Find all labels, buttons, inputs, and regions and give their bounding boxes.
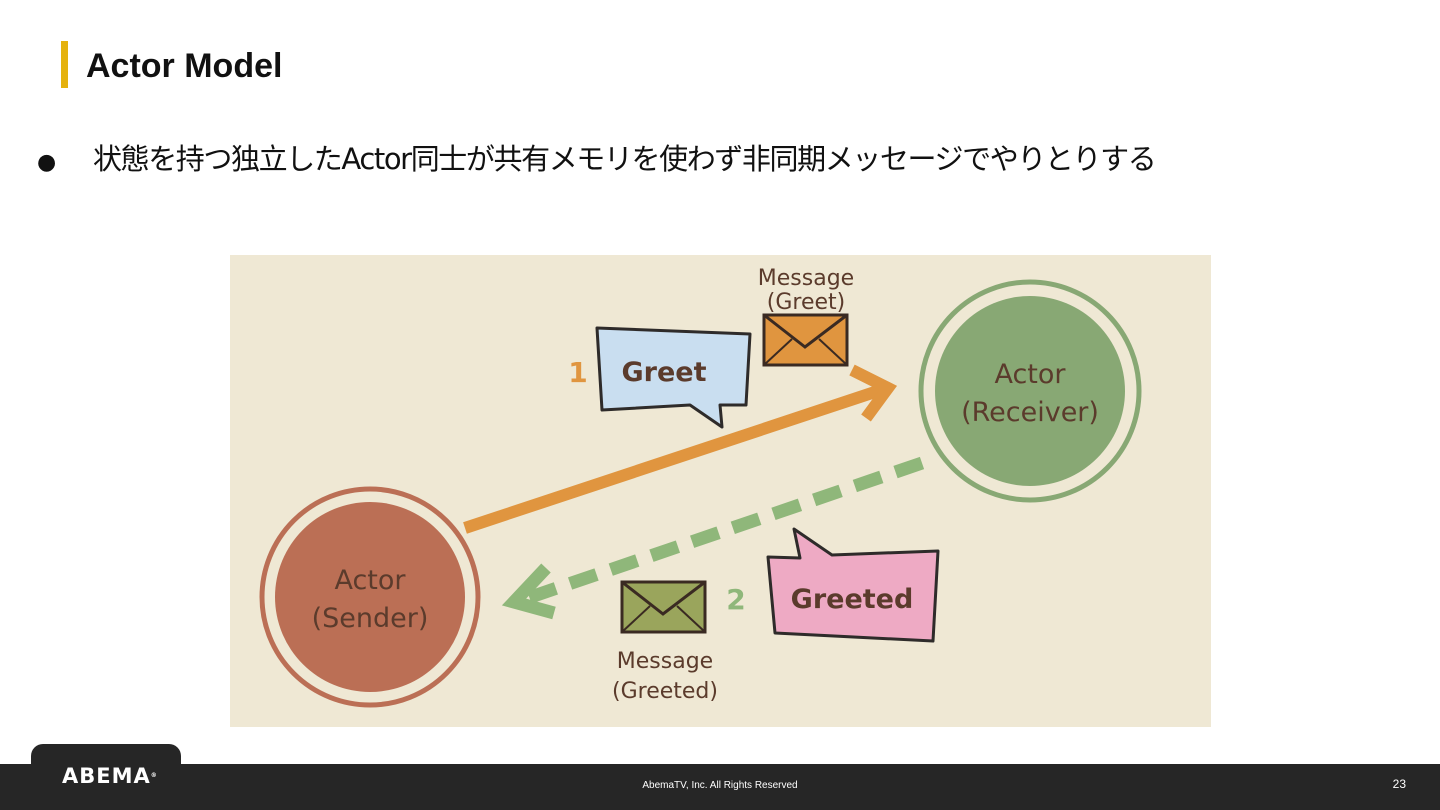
greeted-message-caption-1: Message [617, 649, 713, 674]
reply-arrow [501, 456, 925, 620]
sender-label-1: Actor [334, 565, 406, 596]
greet-message-caption-2: (Greet) [767, 290, 845, 315]
bullet-marker: ● [37, 150, 57, 175]
abema-logo-text: ABEMA [62, 764, 151, 788]
sender-label-2: (Sender) [312, 603, 429, 634]
step1-number: 1 [568, 356, 587, 389]
envelope-icon-greeted [620, 580, 707, 634]
receiver-actor: Actor (Receiver) [918, 279, 1142, 503]
envelope-icon-greet [762, 313, 849, 367]
abema-logo: ABEMA® [62, 764, 158, 788]
logo-tab [31, 744, 181, 810]
greet-speech-bubble: Greet [595, 326, 752, 429]
receiver-label-2: (Receiver) [961, 397, 1099, 428]
title-accent-bar [61, 41, 68, 88]
greeted-speech-bubble: Greeted [766, 527, 940, 643]
sender-actor: Actor (Sender) [259, 486, 481, 708]
actor-model-diagram: Actor (Receiver) Actor (Sender) 1 Greet … [230, 255, 1211, 727]
copyright-text: AbemaTV, Inc. All Rights Reserved [642, 780, 798, 791]
page-number: 23 [1392, 777, 1406, 791]
footer-bar [0, 764, 1440, 810]
receiver-label-1: Actor [994, 359, 1066, 390]
greet-message-caption-1: Message [758, 266, 854, 291]
bullet-text: 状態を持つ独立したActor同士が共有メモリを使わず非同期メッセージでやりとりす… [93, 142, 1157, 176]
greeted-message-caption-2: (Greeted) [612, 679, 718, 704]
greeted-bubble-label: Greeted [791, 584, 914, 615]
step2-number: 2 [726, 583, 745, 616]
slide-title: Actor Model [86, 47, 283, 85]
greet-bubble-label: Greet [621, 357, 706, 388]
send-arrow [463, 364, 898, 534]
